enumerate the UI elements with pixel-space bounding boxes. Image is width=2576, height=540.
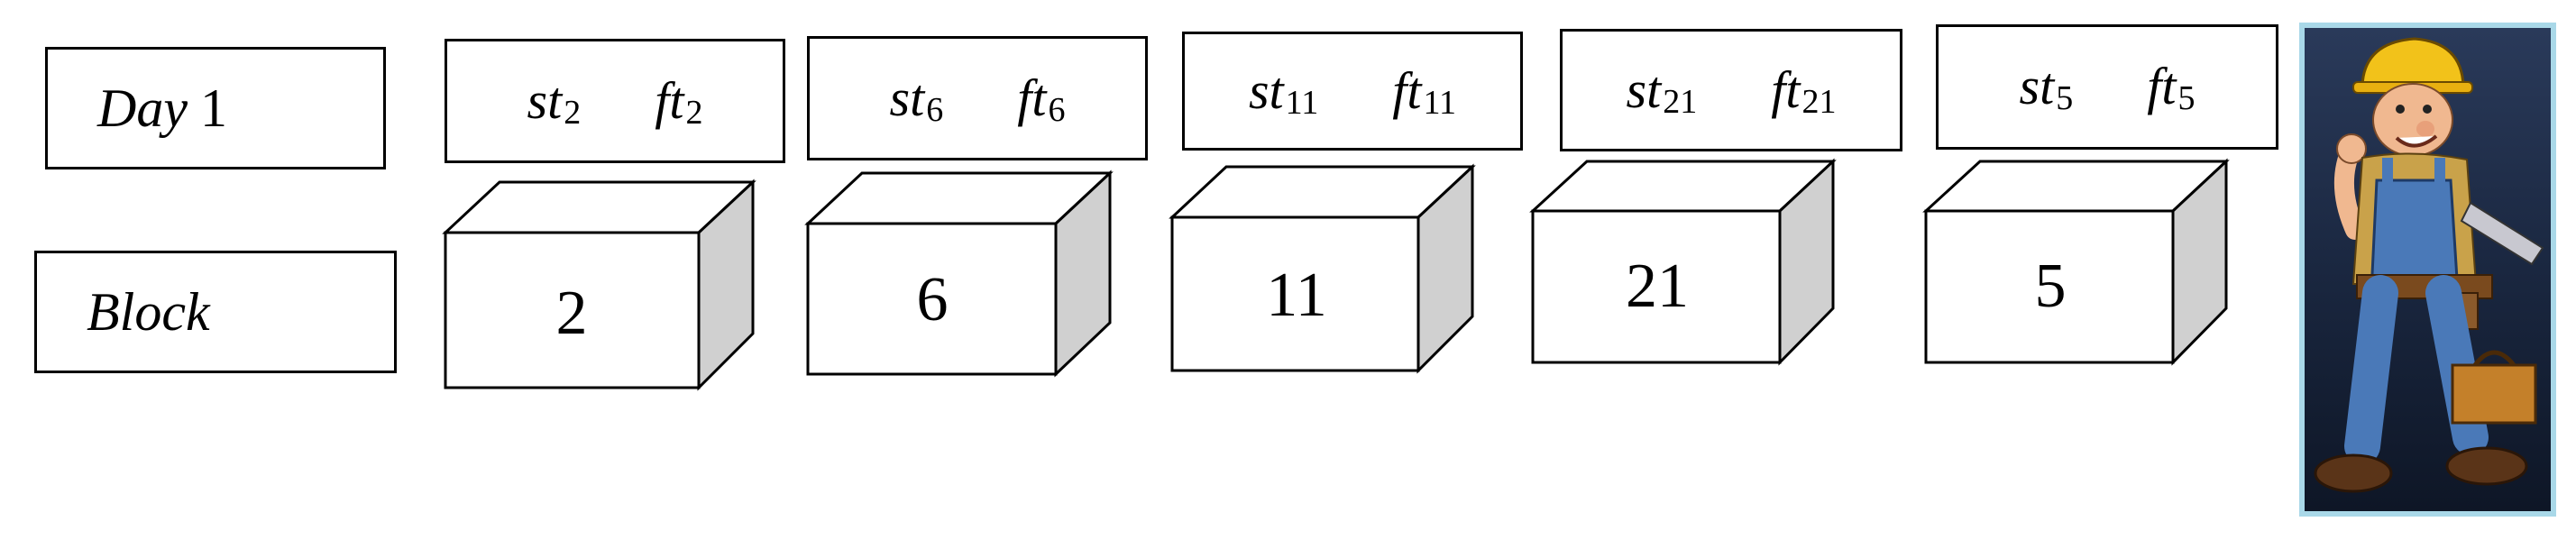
time-box-5: st5 ft5 xyxy=(1936,24,2278,150)
block-11: 11 xyxy=(1169,163,1476,374)
time-box-2: st2 ft2 xyxy=(445,39,785,163)
block-number: 2 xyxy=(556,279,588,348)
block-2: 2 xyxy=(442,178,756,391)
block-number: 21 xyxy=(1626,252,1689,321)
finish-time-label: ft2 xyxy=(655,70,703,132)
day-number: 1 xyxy=(199,78,227,138)
start-time-label: st21 xyxy=(1626,59,1698,121)
block-number: 11 xyxy=(1266,261,1326,330)
block-6: 6 xyxy=(804,169,1114,378)
finish-time-label: ft11 xyxy=(1392,60,1457,122)
block-number: 5 xyxy=(2035,252,2067,321)
start-time-label: st5 xyxy=(2019,57,2074,117)
block-number: 6 xyxy=(917,265,949,334)
block-label-box: Block xyxy=(34,251,397,373)
block-21: 21 xyxy=(1529,158,1837,366)
day-label-box: Day 1 xyxy=(45,47,386,169)
construction-worker-icon xyxy=(2299,23,2556,517)
finish-time-label: ft21 xyxy=(1771,59,1837,121)
time-box-11: st11 ft11 xyxy=(1182,32,1523,151)
start-time-label: st11 xyxy=(1248,60,1319,122)
finish-time-label: ft6 xyxy=(1017,68,1066,129)
start-time-label: st6 xyxy=(889,68,944,129)
time-box-6: st6 ft6 xyxy=(807,36,1148,160)
time-box-21: st21 ft21 xyxy=(1560,29,1902,151)
block-5: 5 xyxy=(1922,158,2230,366)
day-label: Day xyxy=(97,78,188,138)
start-time-label: st2 xyxy=(527,70,582,132)
finish-time-label: ft5 xyxy=(2147,57,2196,117)
block-label: Block xyxy=(87,281,210,342)
